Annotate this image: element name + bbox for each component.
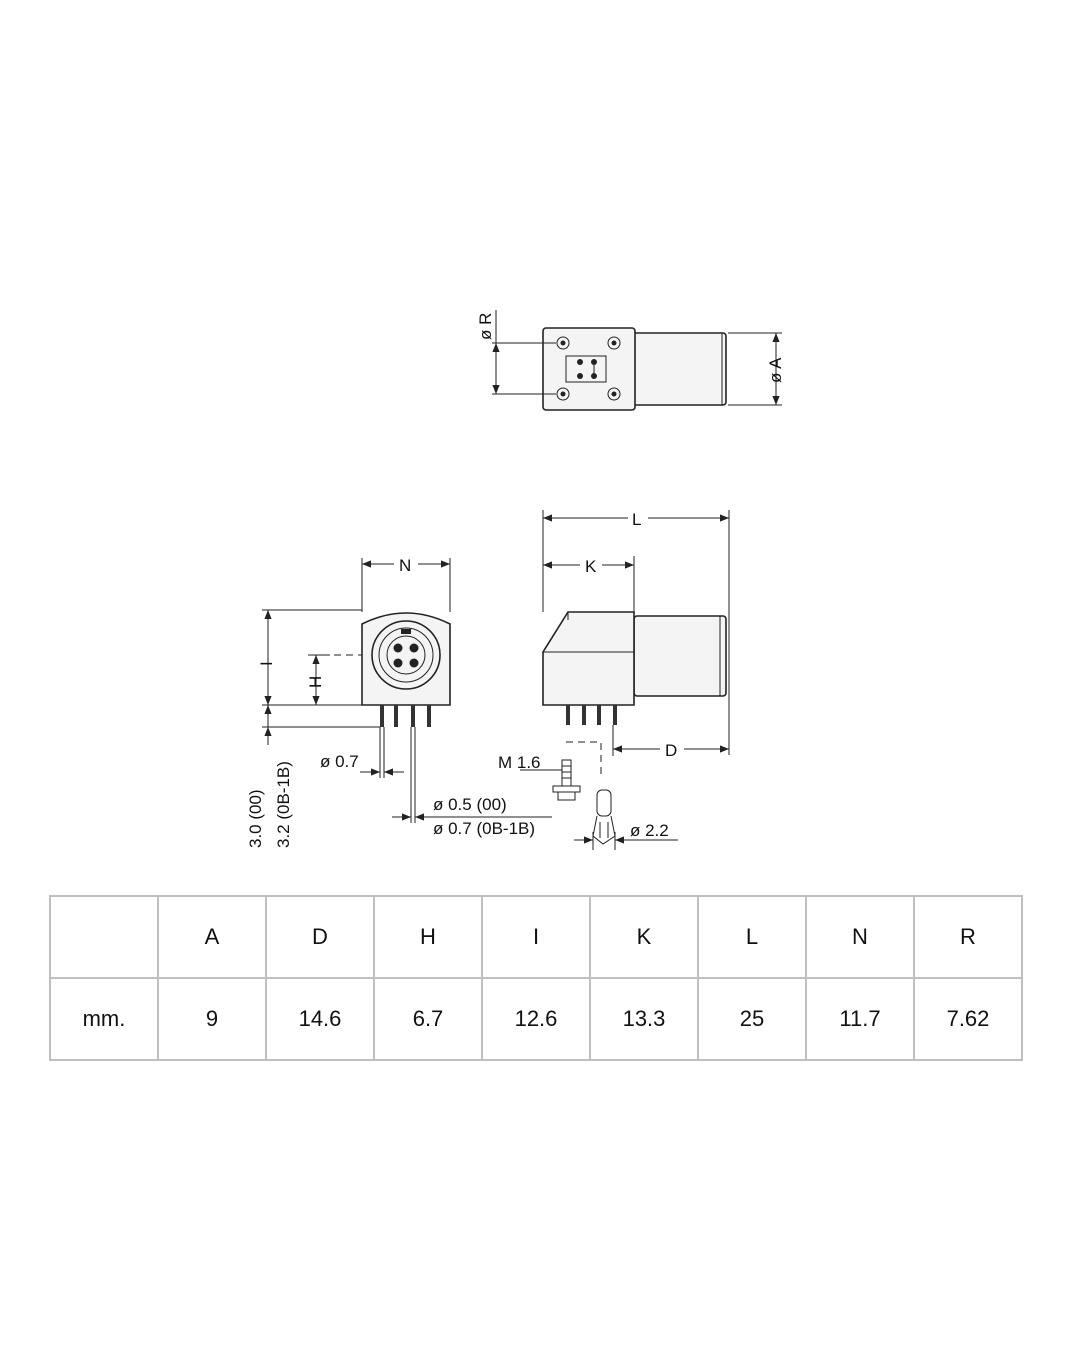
table-cell: 25 — [697, 977, 807, 1061]
table-cell: 14.6 — [265, 977, 375, 1061]
table-header-cell: H — [373, 895, 483, 979]
table-header-cell: R — [913, 895, 1023, 979]
table-header-cell: I — [481, 895, 591, 979]
table-cell: 11.7 — [805, 977, 915, 1061]
table-header-cell: A — [157, 895, 267, 979]
dim-label-lead-0b1b: ø 0.7 (0B-1B) — [433, 819, 535, 838]
dim-label-lead-00: ø 0.5 (00) — [433, 795, 507, 814]
dim-label-a: ø A — [766, 357, 785, 383]
dim-label-d: D — [665, 741, 677, 760]
dim-label-pin-dia: ø 0.7 — [320, 752, 359, 771]
technical-drawing: ø R ø A N I H — [246, 310, 785, 850]
dimensions-table: A D H I K L N R mm. 9 14.6 6.7 12.6 13.3… — [49, 895, 1023, 1061]
table-header-row: A D H I K L N R — [49, 895, 1023, 979]
table-cell: 13.3 — [589, 977, 699, 1061]
table-row: mm. 9 14.6 6.7 12.6 13.3 25 11.7 7.62 — [49, 977, 1023, 1061]
side-view: L K D — [542, 510, 730, 760]
table-cell: mm. — [49, 977, 159, 1061]
dim-label-i: I — [257, 661, 276, 666]
dim-label-m16: M 1.6 — [498, 753, 541, 772]
dim-label-dia22: ø 2.2 — [630, 821, 669, 840]
table-cell: 12.6 — [481, 977, 591, 1061]
dim-label-k: K — [585, 557, 597, 576]
dim-label-r: ø R — [476, 313, 495, 340]
dim-label-len-00: 3.0 (00) — [246, 789, 265, 848]
table-cell: 7.62 — [913, 977, 1023, 1061]
front-view: N I H 3.0 (00) 3.2 (0B-1B) ø 0.7 ø 0.5 (… — [246, 556, 552, 848]
table-cell: 9 — [157, 977, 267, 1061]
table-header-cell: L — [697, 895, 807, 979]
dim-label-l: L — [632, 510, 641, 529]
dim-label-h: H — [306, 676, 325, 688]
table-header-cell — [49, 895, 159, 979]
table-header-cell: N — [805, 895, 915, 979]
table-header-cell: K — [589, 895, 699, 979]
table-header-cell: D — [265, 895, 375, 979]
top-view: ø R ø A — [476, 310, 785, 411]
table-cell: 6.7 — [373, 977, 483, 1061]
dim-label-len-0b1b: 3.2 (0B-1B) — [274, 761, 293, 848]
dim-label-n: N — [399, 556, 411, 575]
screw-detail: M 1.6 ø 2.2 — [498, 741, 678, 850]
